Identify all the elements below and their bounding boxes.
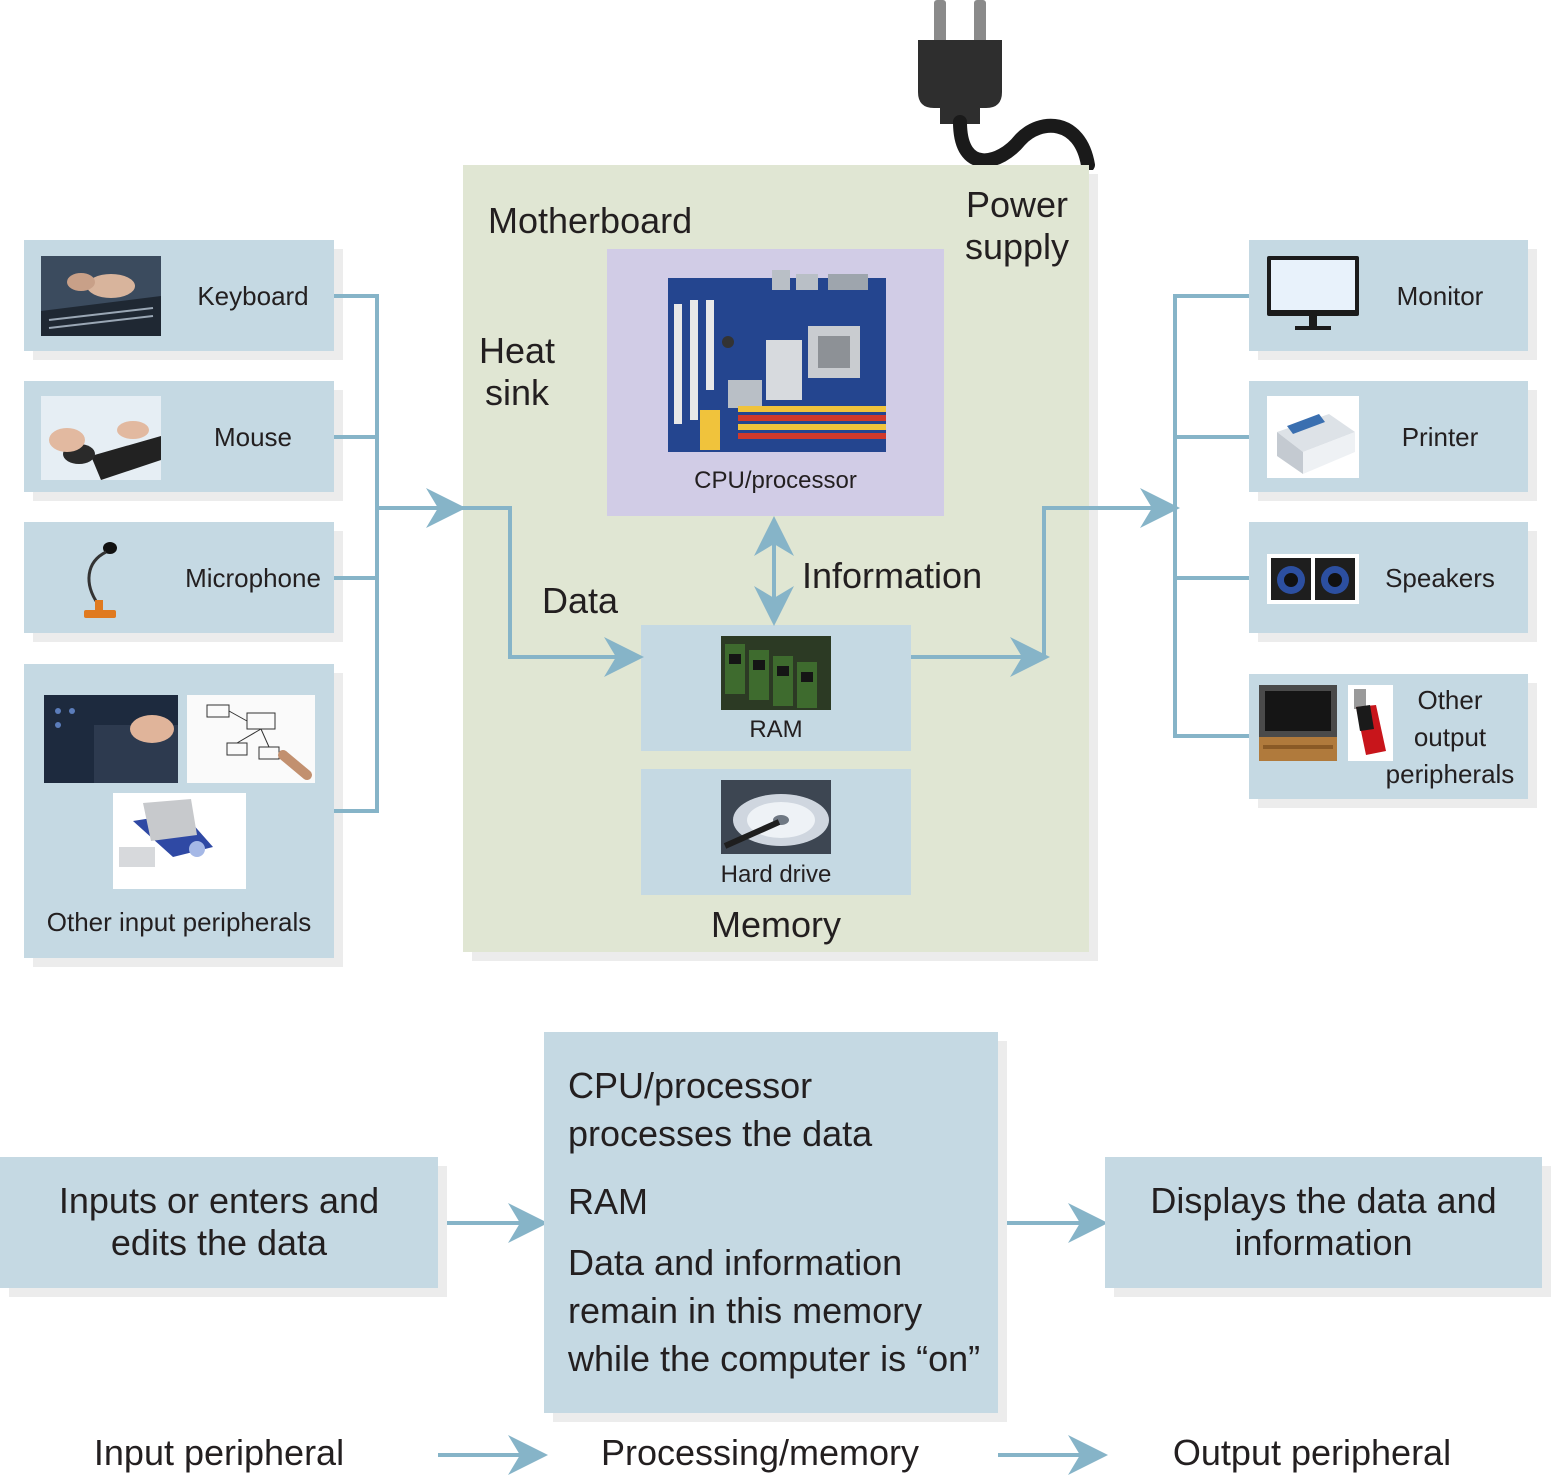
microphone-label: Microphone [185, 563, 321, 593]
flash-drive-icon [1348, 685, 1393, 761]
microphone-box [24, 522, 334, 633]
data-label: Data [542, 580, 619, 621]
cpu-label: CPU/processor [694, 467, 857, 494]
usb-drive-icon [113, 793, 246, 889]
stage-input-label: Input peripheral [93, 1432, 345, 1473]
hard-drive-icon [721, 780, 831, 854]
processing-cpu-line-2: processes the data [568, 1113, 873, 1154]
information-label: Information [802, 555, 983, 596]
heat-sink-label: Heat sink [479, 330, 555, 414]
processing-ram-line-1: Data and information [568, 1242, 903, 1283]
processing-cpu-line-1: CPU/processor [568, 1065, 813, 1106]
output-summary-box [1105, 1157, 1542, 1288]
motherboard-chip-icon [668, 270, 886, 452]
processing-cpu-text: CPU/processor processes the data [568, 1062, 872, 1158]
other-input-label: Other input peripherals [46, 907, 312, 937]
printer-label: Printer [1401, 422, 1479, 452]
other-output-line-3: peripherals [1385, 759, 1515, 789]
output-summary-line-2: information [1234, 1222, 1413, 1263]
stage-processing-label: Processing/memory [600, 1432, 920, 1473]
heat-sink-line-1: Heat [479, 330, 556, 371]
keyboard-icon [41, 256, 161, 336]
input-summary-text: Inputs or enters and edits the data [0, 1180, 438, 1264]
output-summary-text: Displays the data and information [1105, 1180, 1542, 1264]
input-summary-line-2: edits the data [110, 1222, 328, 1263]
drawing-tablet-icon [187, 695, 315, 783]
heat-sink-line-2: sink [485, 372, 550, 413]
input-summary-line-1: Inputs or enters and [58, 1180, 380, 1221]
stage-output-label: Output peripheral [1172, 1432, 1452, 1473]
tv-cabinet-icon [1259, 685, 1337, 761]
power-supply-label: Power supply [962, 184, 1072, 268]
other-output-label: Other output peripherals [1380, 682, 1520, 793]
power-supply-line-2: supply [964, 226, 1070, 267]
monitor-icon [1267, 256, 1359, 330]
other-output-line-2: output [1413, 722, 1487, 752]
mouse-icon [41, 396, 161, 480]
microphone-icon [84, 542, 117, 618]
ram-icon [721, 636, 831, 710]
processing-ram-line-2: remain in this memory [568, 1290, 923, 1331]
power-supply-line-1: Power [965, 184, 1069, 225]
motherboard-to-output-arrow [1042, 488, 1180, 657]
data-arrow [458, 506, 644, 677]
speakers-label: Speakers [1385, 563, 1495, 593]
hard-drive-label: Hard drive [720, 861, 832, 888]
output-summary-line-1: Displays the data and [1150, 1180, 1497, 1221]
monitor-label: Monitor [1396, 281, 1484, 311]
input-summary-box [0, 1157, 438, 1288]
power-plug-icon [918, 0, 1095, 170]
other-output-line-1: Other [1417, 685, 1483, 715]
processing-ram-desc: Data and information remain in this memo… [568, 1239, 980, 1383]
touchpad-icon [44, 695, 178, 783]
processing-summary-box [544, 1032, 998, 1413]
memory-label: Memory [710, 904, 841, 945]
speakers-icon [1267, 554, 1359, 604]
processing-ram-title: RAM [568, 1181, 648, 1222]
keyboard-label: Keyboard [197, 281, 309, 311]
motherboard-title: Motherboard [488, 200, 693, 241]
processing-ram-line-3: while the computer is “on” [568, 1338, 981, 1379]
ram-label: RAM [749, 716, 803, 743]
printer-icon [1267, 396, 1359, 478]
mouse-label: Mouse [213, 422, 293, 452]
